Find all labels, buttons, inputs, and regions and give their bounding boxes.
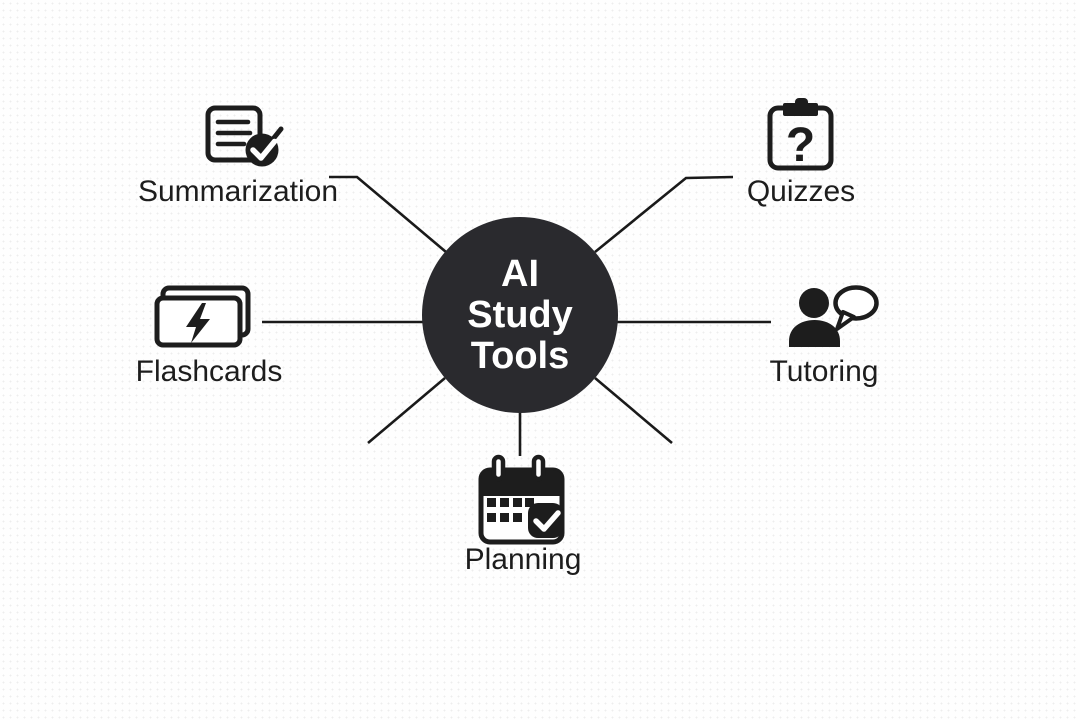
person-speech-bubble-icon — [789, 285, 879, 347]
center-title-line: Study — [467, 293, 573, 336]
center-title-line: Tools — [470, 334, 570, 377]
calendar-check-icon — [478, 454, 565, 545]
center-title-line: AI — [501, 252, 539, 295]
clipboard-question-icon: ? — [767, 98, 834, 172]
connector-quizzes — [594, 175, 734, 254]
center-node-ai-study-tools: AI Study Tools — [422, 217, 618, 413]
node-label-planning: Planning — [464, 543, 582, 576]
node-label-summarization: Summarization — [137, 175, 339, 208]
node-label-quizzes: Quizzes — [746, 175, 856, 208]
flashcards-lightning-icon — [154, 285, 251, 348]
document-check-icon — [205, 105, 284, 167]
question-mark-glyph: ? — [786, 119, 815, 172]
connector-bottom-left-stub — [367, 377, 446, 444]
connector-summarization — [329, 175, 447, 253]
connector-bottom-right-stub — [594, 377, 673, 444]
node-label-flashcards: Flashcards — [135, 355, 283, 388]
node-label-tutoring: Tutoring — [769, 355, 879, 388]
